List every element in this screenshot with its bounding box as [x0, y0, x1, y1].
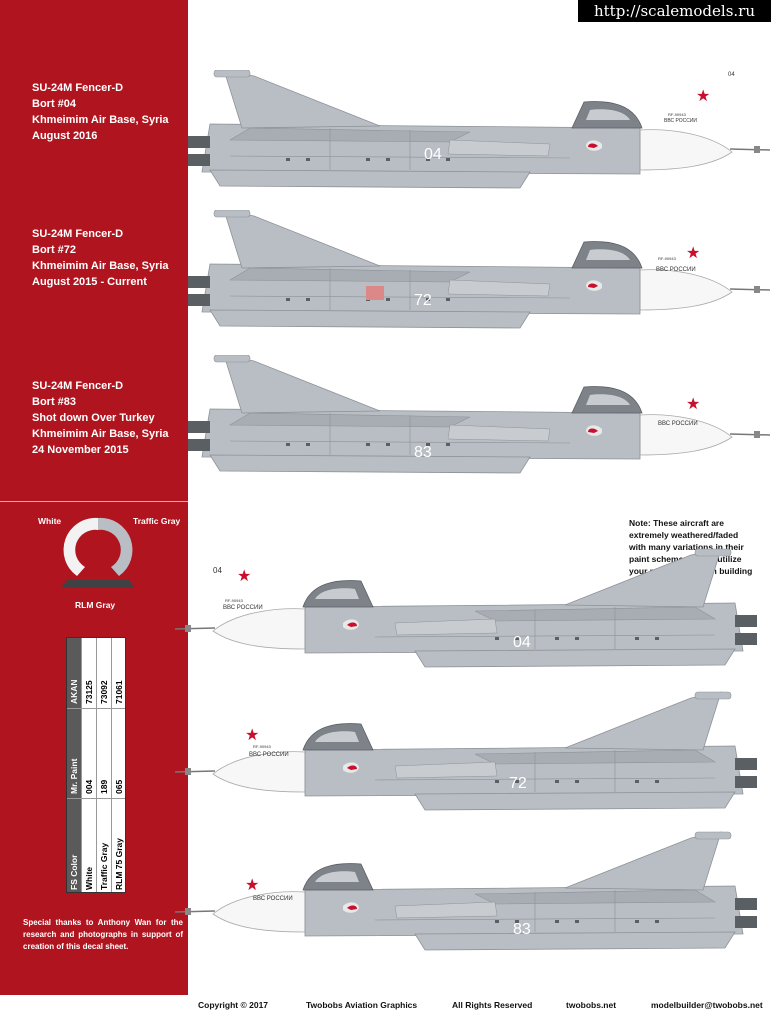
scheme-line: Bort #72 — [32, 244, 77, 256]
aircraft-profile-bort-72-port: 72 RF-90943 ВВС РОССИИ ★ — [175, 691, 758, 811]
scheme-line: Khmeimim Air Base, Syria — [32, 428, 169, 440]
bort-number: 83 — [513, 921, 531, 938]
scheme-line: SU-24M Fencer-D — [32, 228, 124, 240]
scheme-line: SU-24M Fencer-D — [32, 82, 124, 94]
scheme-line: Khmeimim Air Base, Syria — [32, 114, 169, 126]
aircraft-profile-bort-83-port: 83 ВВС РОССИИ ★ — [175, 831, 758, 951]
thanks-text: Special thanks to Anthony Wan for the re… — [23, 918, 183, 951]
sidebar-panel: SU-24M Fencer-D Bort #04 Khmeimim Air Ba… — [0, 0, 188, 995]
table-cell: 71061 — [114, 680, 124, 704]
scheme-line: Shot down Over Turkey — [32, 412, 155, 424]
scheme-line: Khmeimim Air Base, Syria — [32, 260, 169, 272]
registration-text: ВВС РОССИИ — [223, 605, 263, 611]
red-star-icon: ★ — [237, 568, 251, 585]
aircraft-profile-bort-72: 72 RF-90943 ВВС РОССИИ 72 ★ — [187, 210, 770, 329]
aircraft-profile-bort-83: 83 ВВС РОССИИ ★ — [187, 355, 770, 474]
registration-text: ВВС РОССИИ — [249, 752, 289, 758]
registration-text: ВВС РОССИИ — [253, 896, 293, 902]
swatch-label-traffic-gray: Traffic Gray — [133, 516, 181, 526]
watermark-url[interactable]: http://scalemodels.ru — [578, 0, 771, 22]
scheme-caption-72: SU-24M Fencer-D Bort #72 Khmeimim Air Ba… — [32, 226, 169, 290]
footer: Copyright © 2017 Twobobs Aviation Graphi… — [0, 995, 771, 1024]
scheme-line: August 2016 — [32, 130, 98, 142]
scheme-line: SU-24M Fencer-D — [32, 380, 124, 392]
scheme-caption-83: SU-24M Fencer-D Bort #83 Shot down Over … — [32, 378, 169, 458]
registration-text: RF-90943 — [658, 256, 677, 261]
scheme-line: August 2015 - Current — [32, 276, 147, 288]
registration-text: RF-90943 — [253, 744, 272, 749]
tail-number: 04 — [213, 566, 222, 575]
paint-reference-table: FS Color Mr. Paint AKAN White 004 73125 … — [66, 637, 126, 893]
swatch-traffic-gray-arc — [98, 517, 133, 576]
registration-text: ВВС РОССИИ — [656, 267, 696, 273]
tail-number: 72 — [728, 224, 735, 230]
bort-number: 72 — [509, 775, 527, 792]
swatch-white-arc — [63, 517, 98, 576]
registration-text: RF-90943 — [668, 112, 687, 117]
footer-copyright: Copyright © 2017 — [198, 1000, 269, 1010]
footer-site-link[interactable]: twobobs.net — [566, 1000, 617, 1010]
red-star-icon: ★ — [696, 88, 710, 105]
red-star-icon: ★ — [245, 877, 259, 894]
color-swatch-ring — [61, 517, 135, 588]
scheme-line: Bort #04 — [32, 98, 77, 110]
table-cell: 189 — [97, 708, 111, 798]
scheme-caption-04: SU-24M Fencer-D Bort #04 Khmeimim Air Ba… — [32, 80, 169, 144]
bort-number: 72 — [414, 292, 432, 309]
table-cell: 73092 — [99, 680, 109, 704]
table-cell: 004 — [82, 708, 96, 798]
swatch-label-rlm-gray: RLM Gray — [75, 600, 116, 610]
bort-number: 83 — [414, 444, 432, 461]
swatch-label-white: White — [38, 516, 62, 526]
bort-number: 04 — [513, 634, 531, 651]
red-star-icon: ★ — [245, 727, 259, 744]
registration-text: RF-90943 — [225, 598, 244, 603]
red-star-icon: ★ — [686, 245, 700, 262]
footer-brand: Twobobs Aviation Graphics — [306, 1000, 418, 1010]
table-header: AKAN — [69, 679, 79, 704]
table-row: RLM 75 Gray 065 71061 — [112, 638, 125, 892]
table-row: Traffic Gray 189 73092 — [97, 638, 112, 892]
footer-email-link[interactable]: modelbuilder@twobobs.net — [651, 1000, 763, 1010]
swatch-rlm-gray-arc — [61, 580, 135, 588]
table-header: FS Color — [67, 798, 81, 892]
red-star-icon: ★ — [686, 396, 700, 413]
table-header: Mr. Paint — [67, 708, 81, 798]
sidebar-divider — [0, 501, 188, 502]
table-cell: RLM 75 Gray — [112, 798, 125, 892]
scheme-line: Bort #83 — [32, 396, 77, 408]
tail-flag-marking — [366, 286, 384, 300]
bort-number: 04 — [424, 146, 442, 163]
scheme-line: 24 November 2015 — [32, 444, 129, 456]
footer-rights: All Rights Reserved — [452, 1000, 533, 1010]
table-header-row: FS Color Mr. Paint AKAN — [67, 638, 82, 892]
registration-text: ВВС РОССИИ — [658, 421, 698, 427]
registration-text: ВВС РОССИИ — [664, 118, 697, 124]
table-cell: 065 — [112, 708, 125, 798]
table-row: White 004 73125 — [82, 638, 97, 892]
aircraft-profile-bort-04: 04 RF-90943 ВВС РОССИИ 04 ★ — [187, 70, 770, 189]
table-cell: 73125 — [84, 680, 94, 704]
table-cell: Traffic Gray — [97, 798, 111, 892]
aircraft-profile-bort-04-port: 04 RF-90943 ВВС РОССИИ 04 ★ — [175, 548, 758, 668]
table-cell: White — [82, 798, 96, 892]
tail-number: 04 — [728, 72, 735, 78]
